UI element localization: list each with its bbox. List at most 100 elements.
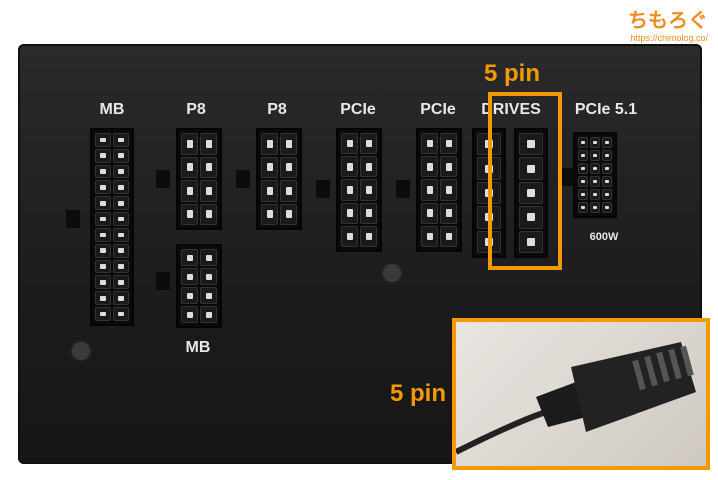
pin-socket (113, 133, 129, 147)
pin-socket (200, 306, 217, 323)
pin-socket (113, 259, 129, 274)
screw-icon (70, 340, 92, 362)
pin-socket (95, 275, 111, 290)
pin-socket (181, 268, 198, 285)
screw-icon (381, 262, 403, 284)
pin-socket (440, 179, 457, 201)
pin-socket (360, 179, 377, 201)
label-p8-2: P8 (267, 101, 287, 118)
pin-socket (519, 230, 543, 253)
pin-socket (421, 156, 438, 178)
label-pcie-2: PCIe (420, 101, 456, 118)
pin-socket (113, 164, 129, 179)
pin-socket (590, 176, 600, 187)
pin-socket (440, 133, 457, 155)
pin-socket (113, 307, 129, 321)
pin-socket (95, 133, 111, 147)
pin-socket (95, 243, 111, 258)
pin-socket (360, 156, 377, 178)
pin-socket (421, 133, 438, 155)
pin-socket (578, 137, 588, 148)
pin-socket (200, 180, 217, 202)
pin-socket (578, 202, 588, 213)
pin-socket (590, 137, 600, 148)
pin-socket (519, 181, 543, 205)
pin-socket (95, 259, 111, 274)
pin-socket (113, 180, 129, 195)
pin-socket (341, 156, 358, 178)
watermark-url: https://chimolog.co/ (630, 33, 708, 43)
mb-24pin-port[interactable] (90, 128, 134, 326)
pin-socket (590, 189, 600, 200)
pin-socket (261, 203, 278, 225)
pin-socket (113, 148, 129, 163)
pin-socket (113, 275, 129, 290)
pin-socket (181, 133, 198, 155)
pin-socket (519, 133, 543, 156)
label-wattage: 600W (589, 231, 619, 243)
inset-highlight-box (452, 318, 710, 470)
pin-socket (95, 307, 111, 321)
connector-latch (560, 168, 574, 186)
connector-latch (316, 180, 330, 198)
pin-socket (341, 179, 358, 201)
mb-8pin-port[interactable] (176, 244, 222, 328)
pin-socket (440, 225, 457, 247)
pin-socket (181, 180, 198, 202)
pin-socket (578, 163, 588, 174)
pin-socket (200, 287, 217, 304)
pin-socket (421, 179, 438, 201)
pin-socket (95, 196, 111, 211)
pin-socket (590, 150, 600, 161)
pin-socket (602, 202, 612, 213)
pin-socket (95, 212, 111, 226)
connector-latch (156, 272, 170, 290)
pin-socket (360, 225, 377, 247)
pin-socket (95, 291, 111, 306)
pin-socket (95, 227, 111, 242)
pin-socket (95, 180, 111, 195)
connector-latch (156, 170, 170, 188)
pin-socket (261, 156, 278, 178)
pin-socket (113, 212, 129, 226)
connector-cable-illustration (456, 342, 696, 455)
pcie-port-2[interactable] (416, 128, 462, 252)
pin-socket (113, 196, 129, 211)
drives-port-2[interactable] (514, 128, 548, 258)
pin-socket (578, 189, 588, 200)
pin-socket (602, 150, 612, 161)
label-pcie-1: PCIe (340, 101, 376, 118)
pin-socket (181, 306, 198, 323)
callout-5pin-top: 5 pin (484, 60, 541, 87)
pin-socket (602, 137, 612, 148)
pin-socket (421, 202, 438, 224)
p8-port-1[interactable] (176, 128, 222, 230)
pin-socket (341, 133, 358, 155)
pin-socket (280, 156, 297, 178)
pcie51-port[interactable] (573, 132, 617, 218)
pin-socket (602, 176, 612, 187)
pin-socket (113, 291, 129, 306)
pin-socket (360, 202, 377, 224)
pin-socket (341, 202, 358, 224)
pin-socket (200, 203, 217, 225)
watermark-logo: ちもろぐ (628, 10, 708, 32)
pin-socket (200, 133, 217, 155)
pin-socket (590, 163, 600, 174)
pin-socket (280, 203, 297, 225)
pin-socket (113, 243, 129, 258)
pin-socket (280, 180, 297, 202)
label-mb: MB (99, 101, 125, 118)
pin-socket (602, 163, 612, 174)
p8-port-2[interactable] (256, 128, 302, 230)
pin-socket (181, 249, 198, 266)
connector-latch (236, 170, 250, 188)
pin-socket (261, 180, 278, 202)
pcie-port-1[interactable] (336, 128, 382, 252)
pin-socket (519, 206, 543, 229)
pin-socket (602, 189, 612, 200)
pin-socket (181, 287, 198, 304)
pin-socket (95, 148, 111, 163)
pin-socket (200, 268, 217, 285)
connector-latch (66, 210, 80, 228)
